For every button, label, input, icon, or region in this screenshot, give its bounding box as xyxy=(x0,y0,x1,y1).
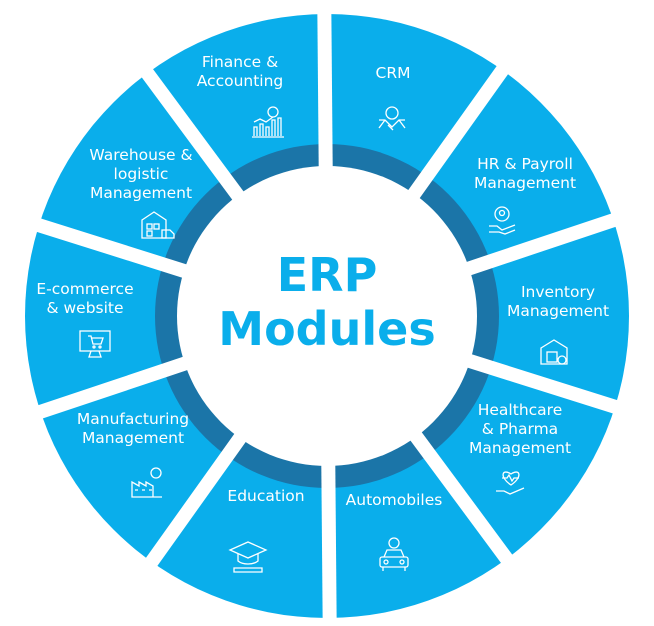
module-label-inventory: Inventory Management xyxy=(506,283,610,320)
warehouse-truck-icon xyxy=(141,211,175,239)
module-label-finance: Finance & Accounting xyxy=(196,53,284,90)
car-gear-icon xyxy=(379,537,409,571)
module-label-automobiles: Automobiles xyxy=(345,491,443,509)
segment-divider xyxy=(19,213,196,281)
segment-divider xyxy=(317,0,333,177)
segment-divider xyxy=(21,353,197,425)
segment-divider xyxy=(404,424,523,578)
handshake-gear-icon xyxy=(378,106,406,131)
person-hand-icon xyxy=(489,206,516,235)
segment-divider xyxy=(458,351,635,419)
module-label-crm: CRM xyxy=(375,64,411,82)
module-label-healthcare: Healthcare & Pharma Management xyxy=(468,401,572,457)
monitor-cart-icon xyxy=(79,330,111,358)
module-label-ecommerce: E-commerce & website xyxy=(36,280,134,317)
module-label-manufacturing: Manufacturing Management xyxy=(76,410,190,447)
segment-divider xyxy=(321,455,337,626)
heart-hand-icon xyxy=(496,471,525,495)
center-circle xyxy=(177,166,477,466)
module-label-education: Education xyxy=(227,487,305,505)
segment-divider xyxy=(402,51,519,207)
warehouse-icon xyxy=(540,339,568,365)
diagram-title: ERP Modules xyxy=(218,248,436,356)
segment-divider xyxy=(131,54,250,208)
module-label-warehouse: Warehouse & logistic Management xyxy=(89,146,193,202)
graduation-cap-icon xyxy=(228,541,268,573)
segment-divider xyxy=(457,207,633,279)
factory-icon xyxy=(131,467,162,498)
finance-chart-icon xyxy=(252,106,284,138)
segment-divider xyxy=(135,425,252,581)
module-label-hr: HR & Payroll Management xyxy=(473,155,577,192)
